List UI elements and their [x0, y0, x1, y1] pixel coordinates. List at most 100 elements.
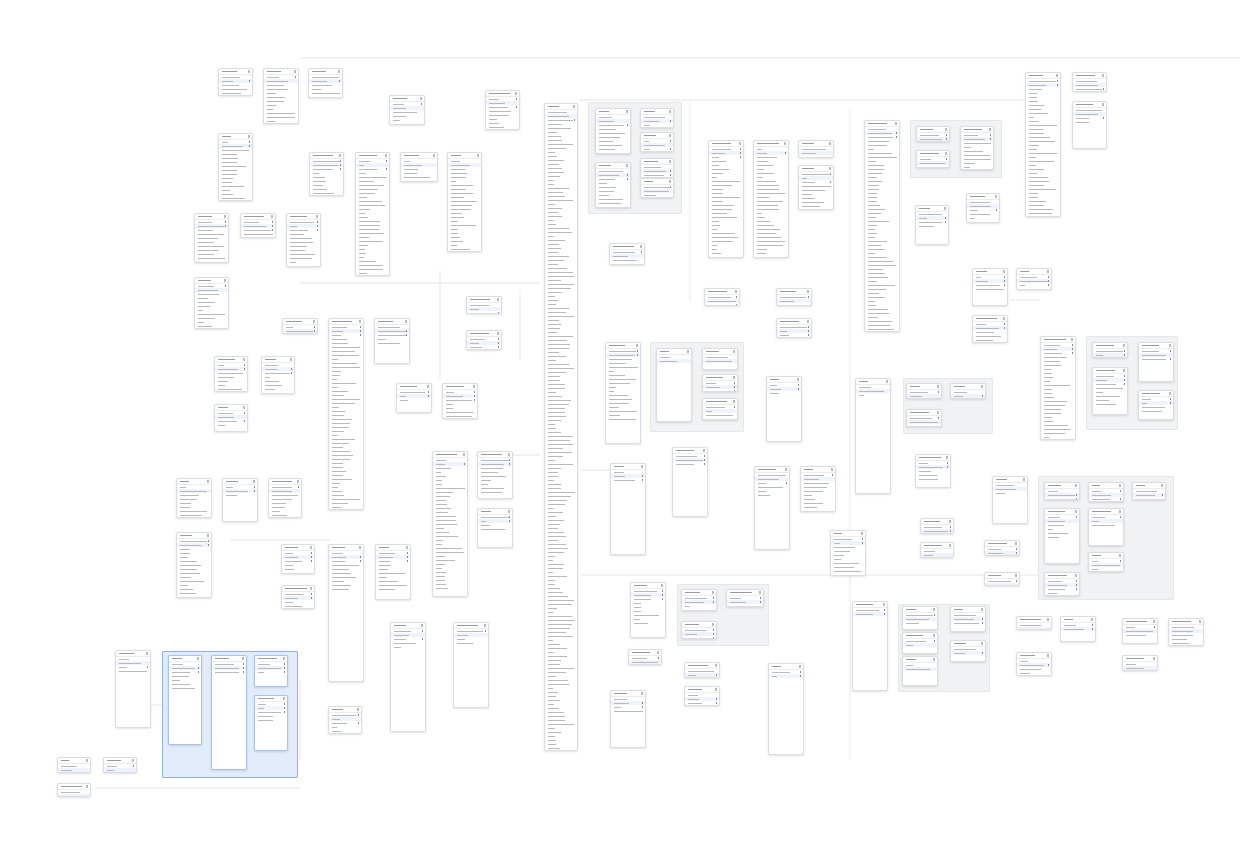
- column-row[interactable]: [58, 772, 90, 773]
- column-row[interactable]: [709, 187, 743, 191]
- column-row[interactable]: [610, 254, 644, 258]
- column-row[interactable]: [921, 553, 953, 557]
- column-row[interactable]: [195, 292, 228, 296]
- column-row[interactable]: [865, 247, 899, 251]
- column-row[interactable]: [391, 633, 425, 637]
- column-row[interactable]: [287, 244, 320, 248]
- column-row[interactable]: [727, 604, 763, 606]
- column-row[interactable]: [596, 127, 630, 131]
- column-row[interactable]: [1041, 379, 1075, 383]
- column-row[interactable]: [865, 263, 899, 267]
- column-row[interactable]: [356, 227, 389, 231]
- column-row[interactable]: [545, 334, 577, 338]
- column-row[interactable]: [916, 469, 950, 473]
- column-row[interactable]: [801, 485, 835, 489]
- column-row[interactable]: [1026, 151, 1060, 155]
- column-row[interactable]: [545, 370, 577, 374]
- column-row[interactable]: [865, 179, 899, 183]
- column-row[interactable]: [169, 682, 201, 686]
- column-row[interactable]: [545, 710, 577, 714]
- column-row[interactable]: [865, 187, 899, 191]
- column-row[interactable]: [545, 642, 577, 646]
- column-row[interactable]: [973, 330, 1007, 334]
- column-row[interactable]: [195, 312, 228, 316]
- column-row[interactable]: [219, 87, 252, 91]
- table-header[interactable]: [241, 214, 275, 220]
- column-row[interactable]: [215, 415, 247, 419]
- table-menu-icon[interactable]: [861, 532, 863, 535]
- column-row[interactable]: [596, 123, 630, 127]
- column-row[interactable]: [545, 618, 577, 622]
- column-row[interactable]: [264, 83, 298, 87]
- column-row[interactable]: [606, 417, 640, 421]
- column-row[interactable]: [545, 514, 577, 518]
- column-row[interactable]: [401, 159, 437, 163]
- column-row[interactable]: [596, 197, 630, 201]
- column-row[interactable]: [799, 151, 833, 155]
- column-row[interactable]: [865, 159, 899, 163]
- column-row[interactable]: [631, 609, 665, 613]
- column-row[interactable]: [961, 137, 993, 141]
- table-header[interactable]: [215, 405, 247, 411]
- column-row[interactable]: [754, 219, 788, 223]
- column-row[interactable]: [865, 315, 899, 319]
- table-menu-icon[interactable]: [86, 759, 88, 762]
- column-row[interactable]: [329, 353, 363, 357]
- table-menu-icon[interactable]: [636, 344, 638, 347]
- table-card[interactable]: [640, 158, 674, 178]
- table-menu-icon[interactable]: [484, 624, 486, 627]
- column-row[interactable]: [375, 333, 409, 337]
- column-row[interactable]: [329, 485, 363, 489]
- column-row[interactable]: [703, 413, 737, 417]
- column-row[interactable]: [219, 188, 252, 192]
- table-menu-icon[interactable]: [1123, 344, 1125, 347]
- column-row[interactable]: [219, 164, 252, 168]
- table-card[interactable]: [396, 383, 432, 413]
- column-row[interactable]: [287, 232, 320, 236]
- table-menu-icon[interactable]: [799, 665, 801, 668]
- table-header[interactable]: [212, 656, 246, 662]
- table-header[interactable]: [917, 151, 949, 157]
- column-row[interactable]: [262, 375, 294, 379]
- column-row[interactable]: [1045, 523, 1079, 527]
- column-row[interactable]: [58, 768, 90, 772]
- table-card[interactable]: [211, 655, 247, 770]
- column-row[interactable]: [545, 706, 577, 710]
- column-row[interactable]: [865, 199, 899, 203]
- column-row[interactable]: [545, 122, 577, 126]
- column-row[interactable]: [865, 211, 899, 215]
- column-row[interactable]: [545, 666, 577, 670]
- column-row[interactable]: [865, 135, 899, 139]
- column-row[interactable]: [1093, 382, 1127, 386]
- column-row[interactable]: [754, 251, 788, 255]
- table-header[interactable]: [727, 590, 763, 596]
- table-card[interactable]: [1044, 572, 1080, 596]
- table-card[interactable]: [485, 90, 520, 130]
- table-card[interactable]: [768, 663, 804, 755]
- column-row[interactable]: [195, 316, 228, 320]
- column-row[interactable]: [611, 474, 645, 478]
- column-row[interactable]: [754, 207, 788, 211]
- column-row[interactable]: [195, 256, 228, 260]
- column-row[interactable]: [433, 478, 467, 482]
- column-row[interactable]: [865, 147, 899, 151]
- table-header[interactable]: [454, 623, 488, 629]
- column-row[interactable]: [329, 461, 363, 465]
- column-row[interactable]: [219, 140, 252, 144]
- table-card[interactable]: [281, 585, 315, 609]
- column-row[interactable]: [865, 251, 899, 255]
- column-row[interactable]: [356, 175, 389, 179]
- column-row[interactable]: [921, 557, 953, 558]
- column-row[interactable]: [329, 389, 363, 393]
- table-card[interactable]: [972, 268, 1008, 306]
- column-row[interactable]: [397, 394, 431, 398]
- column-row[interactable]: [1026, 207, 1060, 211]
- column-row[interactable]: [903, 617, 937, 621]
- column-row[interactable]: [606, 357, 640, 361]
- column-row[interactable]: [685, 701, 719, 705]
- column-row[interactable]: [177, 567, 211, 571]
- column-row[interactable]: [545, 266, 577, 270]
- column-row[interactable]: [397, 398, 431, 402]
- column-row[interactable]: [1026, 107, 1060, 111]
- column-row[interactable]: [799, 184, 833, 188]
